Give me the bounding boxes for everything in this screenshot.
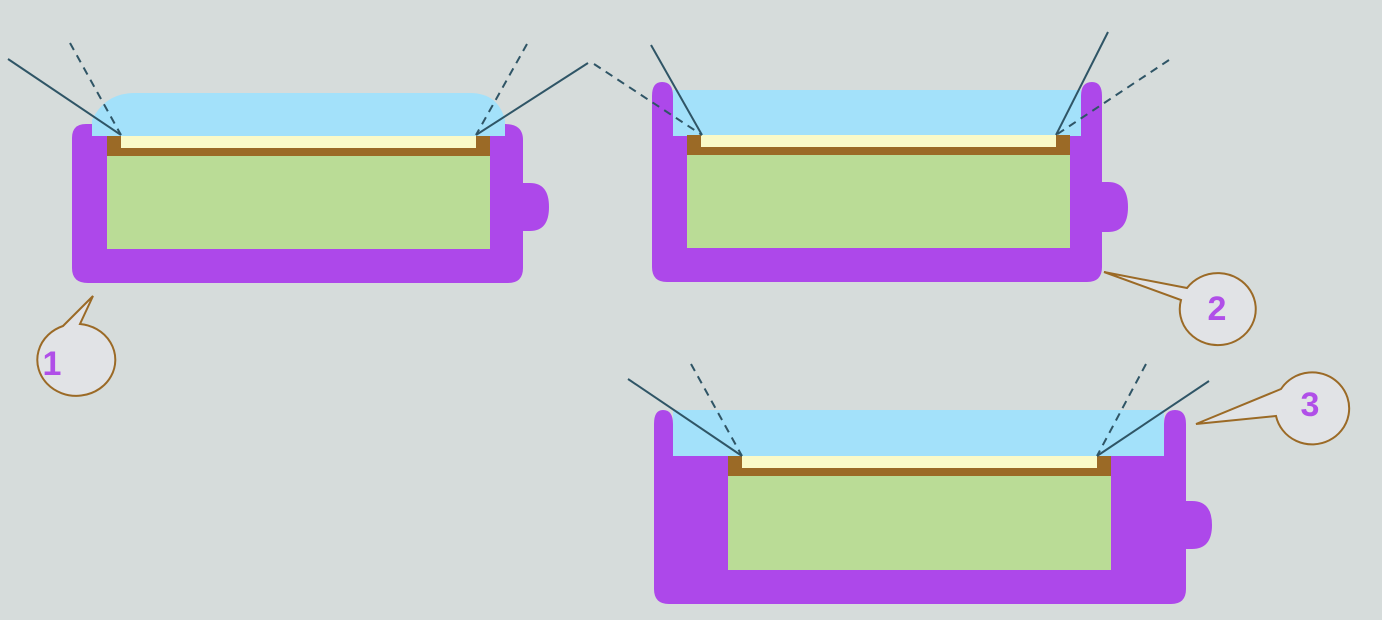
- module-1-ray-dashed-left: [69, 42, 122, 136]
- callout-2-label: 2: [1208, 290, 1227, 328]
- module-1-body: [107, 156, 490, 249]
- callout-1: 1: [36, 295, 117, 397]
- module-1-liquid: [92, 93, 505, 136]
- module-3-window: [742, 456, 1097, 468]
- module-2-window: [701, 135, 1056, 147]
- module-3-housing: [654, 410, 1212, 604]
- module-1-housing: [72, 124, 549, 283]
- module-2-ray-dashed-left: [593, 63, 703, 136]
- callout-2-bubble: [1103, 271, 1257, 347]
- callout-1-label: 1: [43, 345, 62, 383]
- callout-3-bubble: [1195, 371, 1351, 446]
- module-3-ray-solid-right: [1096, 380, 1210, 457]
- module-1-ray-solid-right: [475, 62, 589, 136]
- module-3-liquid: [673, 410, 1164, 456]
- module-2-body: [687, 155, 1070, 248]
- callout-1-bubble: [36, 295, 117, 397]
- module-1-ray-solid-left: [7, 58, 122, 136]
- module-1: [7, 42, 589, 283]
- module-3-ray-dashed-right: [1096, 363, 1147, 457]
- module-3-body: [728, 476, 1111, 570]
- module-3-ray-dashed-left: [690, 363, 743, 457]
- module-2-rays: [593, 31, 1170, 136]
- callout-2: 2: [1103, 271, 1257, 347]
- module-2-ray-solid-right: [1055, 31, 1109, 136]
- callout-3: 3: [1195, 371, 1351, 446]
- module-1-rays: [7, 42, 589, 136]
- module-2-ray-dashed-right: [1055, 59, 1170, 136]
- module-3-ray-solid-left: [627, 378, 743, 457]
- module-1-window: [121, 136, 476, 148]
- module-2-ray-solid-left: [650, 44, 703, 136]
- module-3: [627, 363, 1212, 604]
- module-3-rays: [627, 363, 1210, 457]
- callout-3-label: 3: [1301, 386, 1320, 424]
- module-1-ray-dashed-right: [475, 43, 528, 136]
- module-2: [593, 31, 1170, 282]
- module-2-liquid: [673, 90, 1081, 136]
- module-2-housing: [652, 82, 1128, 282]
